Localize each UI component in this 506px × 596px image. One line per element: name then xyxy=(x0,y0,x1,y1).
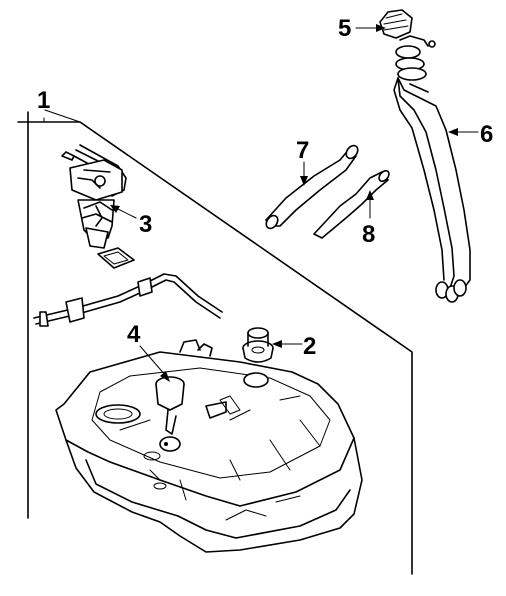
callout-1: 1 xyxy=(37,87,50,114)
sending-unit xyxy=(155,376,185,452)
callout-2: 2 xyxy=(303,333,316,360)
fuel-pump-assembly xyxy=(61,144,135,269)
assembly-bracket xyxy=(17,109,413,575)
filler-cap xyxy=(379,9,436,48)
callout-8: 8 xyxy=(362,221,375,248)
leader-lines xyxy=(43,24,479,382)
filler-neck xyxy=(393,45,471,303)
callout-4: 4 xyxy=(127,321,141,348)
tank-cap xyxy=(242,327,274,363)
fuel-tube xyxy=(33,273,223,327)
vent-hose xyxy=(313,169,390,239)
callout-7: 7 xyxy=(296,137,309,164)
callout-6: 6 xyxy=(480,121,493,148)
callout-3: 3 xyxy=(139,211,152,238)
filler-hose xyxy=(265,144,359,230)
callout-5: 5 xyxy=(338,15,351,42)
fuel-tank xyxy=(55,339,363,553)
